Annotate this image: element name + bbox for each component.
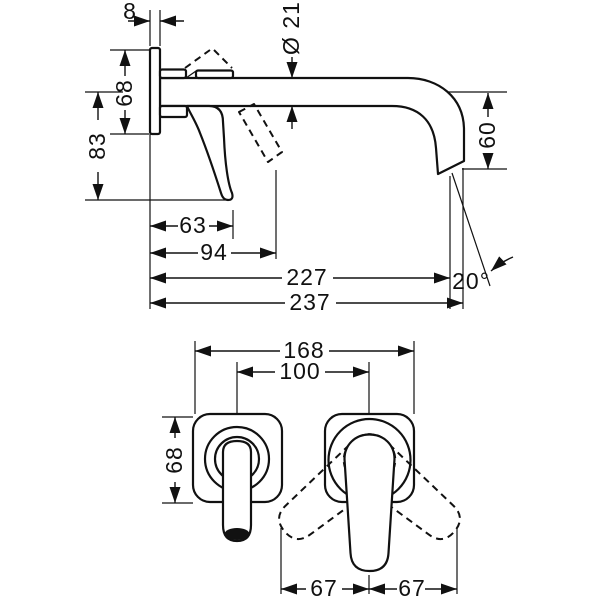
handle-tip-joint-line [185, 70, 197, 79]
dim-angle-leader [490, 256, 514, 272]
handle-collar-bottom [158, 104, 189, 119]
handle-blade-open-dashed [238, 103, 283, 163]
spout-front-pipe [221, 439, 253, 543]
dim-168-label: 168 [283, 337, 324, 363]
dim-diameter-label: Ø 21 [278, 1, 304, 55]
dim-plate-thickness-label: 8 [123, 0, 137, 24]
dim-60-label: 60 [474, 121, 500, 149]
handle-lever-front [343, 433, 396, 573]
dim-67-right-label: 67 [398, 575, 426, 600]
dim-68-front-label: 68 [161, 446, 187, 474]
handle-tip-raised-dashed [184, 49, 233, 69]
dim-94-label: 94 [200, 239, 228, 265]
dim-67-left-label: 67 [310, 575, 338, 600]
spout-side-body [158, 76, 466, 176]
handle-tip-closed [194, 69, 235, 80]
dim-83-label: 83 [84, 132, 110, 160]
plate-thickness-extension-lines [149, 10, 161, 46]
dim-63-label: 63 [179, 212, 207, 238]
wall-plate-side [148, 46, 162, 136]
side-view: 8 Ø 21 68 83 63 94 227 237 60 [84, 0, 514, 315]
dim-227-label: 227 [286, 264, 327, 290]
water-stream-line [451, 172, 491, 287]
dim-68-side-label: 68 [111, 79, 137, 107]
dim-angle-label: 20° [452, 268, 490, 294]
handle-collar-top [158, 68, 188, 80]
dim-237-label: 237 [289, 289, 330, 315]
handle-blade-side [185, 104, 234, 202]
dim-100-label: 100 [279, 358, 320, 384]
spout-outlet-opening [224, 528, 250, 540]
front-view: 168 100 68 67 67 [161, 337, 472, 600]
